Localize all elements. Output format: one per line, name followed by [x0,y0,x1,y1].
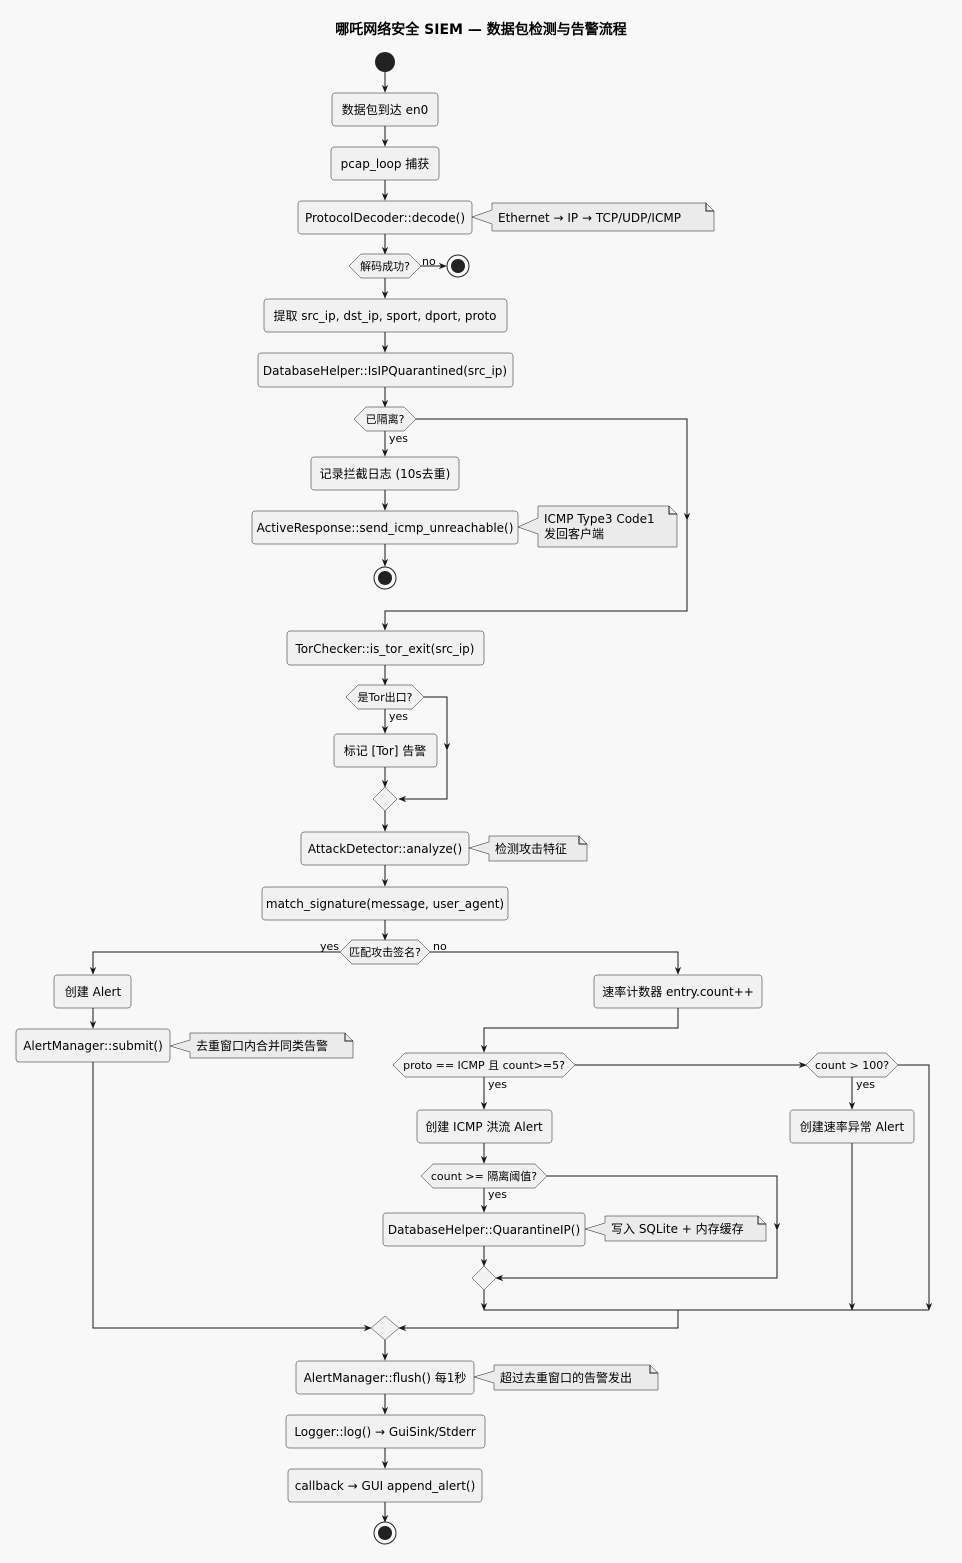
action-icmp-flood: 创建 ICMP 洪流 Alert [416,1109,553,1144]
action-flush: AlertManager::flush() 每1秒 [295,1360,475,1395]
svg-text:pcap_loop 捕获: pcap_loop 捕获 [341,156,430,171]
action-tor-check: TorChecker::is_tor_exit(src_ip) [286,630,485,666]
action-send-icmp: ActiveResponse::send_icmp_unreachable() [251,510,519,545]
svg-text:提取 src_ip, dst_ip, sport, dpor: 提取 src_ip, dst_ip, sport, dport, proto [273,308,496,323]
decision-quarantined: 已隔离? [353,406,417,432]
svg-text:写入 SQLite + 内存缓存: 写入 SQLite + 内存缓存 [611,1222,744,1236]
action-match-signature: match_signature(message, user_agent) [261,886,509,921]
decision-count-100: count > 100? [805,1052,899,1078]
svg-text:已隔离?: 已隔离? [366,412,405,426]
label-yes-icmp: yes [488,1078,507,1091]
action-rate-anomaly: 创建速率异常 Alert [789,1109,915,1144]
decision-count-threshold: count >= 隔离阈值? [420,1163,548,1189]
label-yes-signature: yes [320,940,339,953]
svg-text:DatabaseHelper::IsIPQuarantine: DatabaseHelper::IsIPQuarantined(src_ip) [263,364,507,378]
action-create-alert: 创建 Alert [53,974,132,1009]
decision-decode-ok: 解码成功? [348,253,422,279]
svg-text:AlertManager::flush() 每1秒: AlertManager::flush() 每1秒 [304,1370,467,1385]
svg-text:解码成功?: 解码成功? [360,259,410,273]
note-analyze: 检测攻击特征 [468,835,588,862]
note-submit: 去重窗口内合并同类告警 [169,1032,354,1059]
decision-tor-exit: 是Tor出口? [345,684,425,710]
svg-text:去重窗口内合并同类告警: 去重窗口内合并同类告警 [196,1038,328,1053]
svg-text:ICMP Type3 Code1: ICMP Type3 Code1 [544,512,655,526]
action-log-block: 记录拦截日志 (10s去重) [310,456,460,491]
action-callback: callback → GUI append_alert() [287,1468,483,1503]
action-submit: AlertManager::submit() [15,1028,171,1063]
svg-text:TorChecker::is_tor_exit(src_ip: TorChecker::is_tor_exit(src_ip) [295,642,475,656]
action-tor-mark: 标记 [Tor] 告警 [333,733,438,768]
action-pcap-loop: pcap_loop 捕获 [330,146,440,181]
decision-icmp-count: proto == ICMP 且 count>=5? [392,1052,576,1078]
action-analyze: AttackDetector::analyze() [300,831,470,866]
svg-text:AttackDetector::analyze(): AttackDetector::analyze() [308,842,462,856]
svg-text:count > 100?: count > 100? [815,1059,889,1072]
action-quarantine-ip: DatabaseHelper::QuarantineIP() [382,1212,586,1247]
merge-final [370,1315,400,1341]
svg-text:创建速率异常 Alert: 创建速率异常 Alert [800,1119,905,1134]
label-yes-tor: yes [389,710,408,723]
note-flush: 超过去重窗口的告警发出 [473,1364,659,1391]
action-extract: 提取 src_ip, dst_ip, sport, dport, proto [263,298,508,333]
svg-text:创建 Alert: 创建 Alert [65,985,122,999]
note-decode: Ethernet → IP → TCP/UDP/ICMP [471,202,715,232]
start-node [375,52,395,72]
svg-text:是Tor出口?: 是Tor出口? [358,690,413,704]
action-packet-arrive: 数据包到达 en0 [331,92,439,127]
svg-text:匹配攻击签名?: 匹配攻击签名? [349,945,421,959]
action-is-quarantined: DatabaseHelper::IsIPQuarantined(src_ip) [257,352,514,388]
decision-signature-match: 匹配攻击签名? [339,939,431,965]
action-logger: Logger::log() → GuiSink/Stderr [285,1414,486,1449]
label-yes-threshold: yes [488,1188,507,1201]
svg-text:标记 [Tor] 告警: 标记 [Tor] 告警 [344,743,427,758]
svg-text:创建 ICMP 洪流 Alert: 创建 ICMP 洪流 Alert [425,1120,543,1134]
action-rate-counter: 速率计数器 entry.count++ [593,974,763,1009]
svg-text:callback → GUI append_alert(): callback → GUI append_alert() [295,1479,476,1493]
label-no-decode: no [422,255,436,268]
svg-text:Ethernet → IP → TCP/UDP/ICMP: Ethernet → IP → TCP/UDP/ICMP [498,211,681,225]
svg-text:Logger::log() → GuiSink/Stderr: Logger::log() → GuiSink/Stderr [294,1425,475,1439]
diagram-title: 哪吒网络安全 SIEM — 数据包检测与告警流程 [335,21,626,38]
edges [89,72,933,1523]
svg-text:发回客户端: 发回客户端 [544,526,604,541]
svg-text:记录拦截日志 (10s去重): 记录拦截日志 (10s去重) [320,467,451,481]
svg-text:DatabaseHelper::QuarantineIP(): DatabaseHelper::QuarantineIP() [388,1223,580,1237]
svg-text:ActiveResponse::send_icmp_unre: ActiveResponse::send_icmp_unreachable() [257,521,514,535]
label-yes-quarantined: yes [389,432,408,445]
svg-text:速率计数器 entry.count++: 速率计数器 entry.count++ [602,984,754,999]
note-icmp-unreachable: ICMP Type3 Code1 发回客户端 [517,505,678,548]
action-decode: ProtocolDecoder::decode() [297,200,473,235]
end-node-quarantine [373,566,397,590]
merge-tor [372,786,398,812]
end-node-decode [446,254,470,278]
end-node-final [373,1521,397,1545]
svg-text:ProtocolDecoder::decode(): ProtocolDecoder::decode() [305,211,465,225]
label-yes-count-100: yes [856,1078,875,1091]
merge-threshold [471,1265,497,1291]
note-quarantine: 写入 SQLite + 内存缓存 [584,1215,767,1242]
svg-text:match_signature(message, user_: match_signature(message, user_agent) [266,897,504,911]
svg-text:AlertManager::submit(): AlertManager::submit() [23,1039,163,1053]
svg-text:count >= 隔离阈值?: count >= 隔离阈值? [431,1169,537,1183]
svg-text:超过去重窗口的告警发出: 超过去重窗口的告警发出 [500,1370,632,1385]
label-no-signature: no [433,940,447,953]
svg-text:数据包到达 en0: 数据包到达 en0 [342,102,428,117]
svg-text:proto == ICMP 且 count>=5?: proto == ICMP 且 count>=5? [403,1059,565,1072]
svg-text:检测攻击特征: 检测攻击特征 [495,841,567,856]
